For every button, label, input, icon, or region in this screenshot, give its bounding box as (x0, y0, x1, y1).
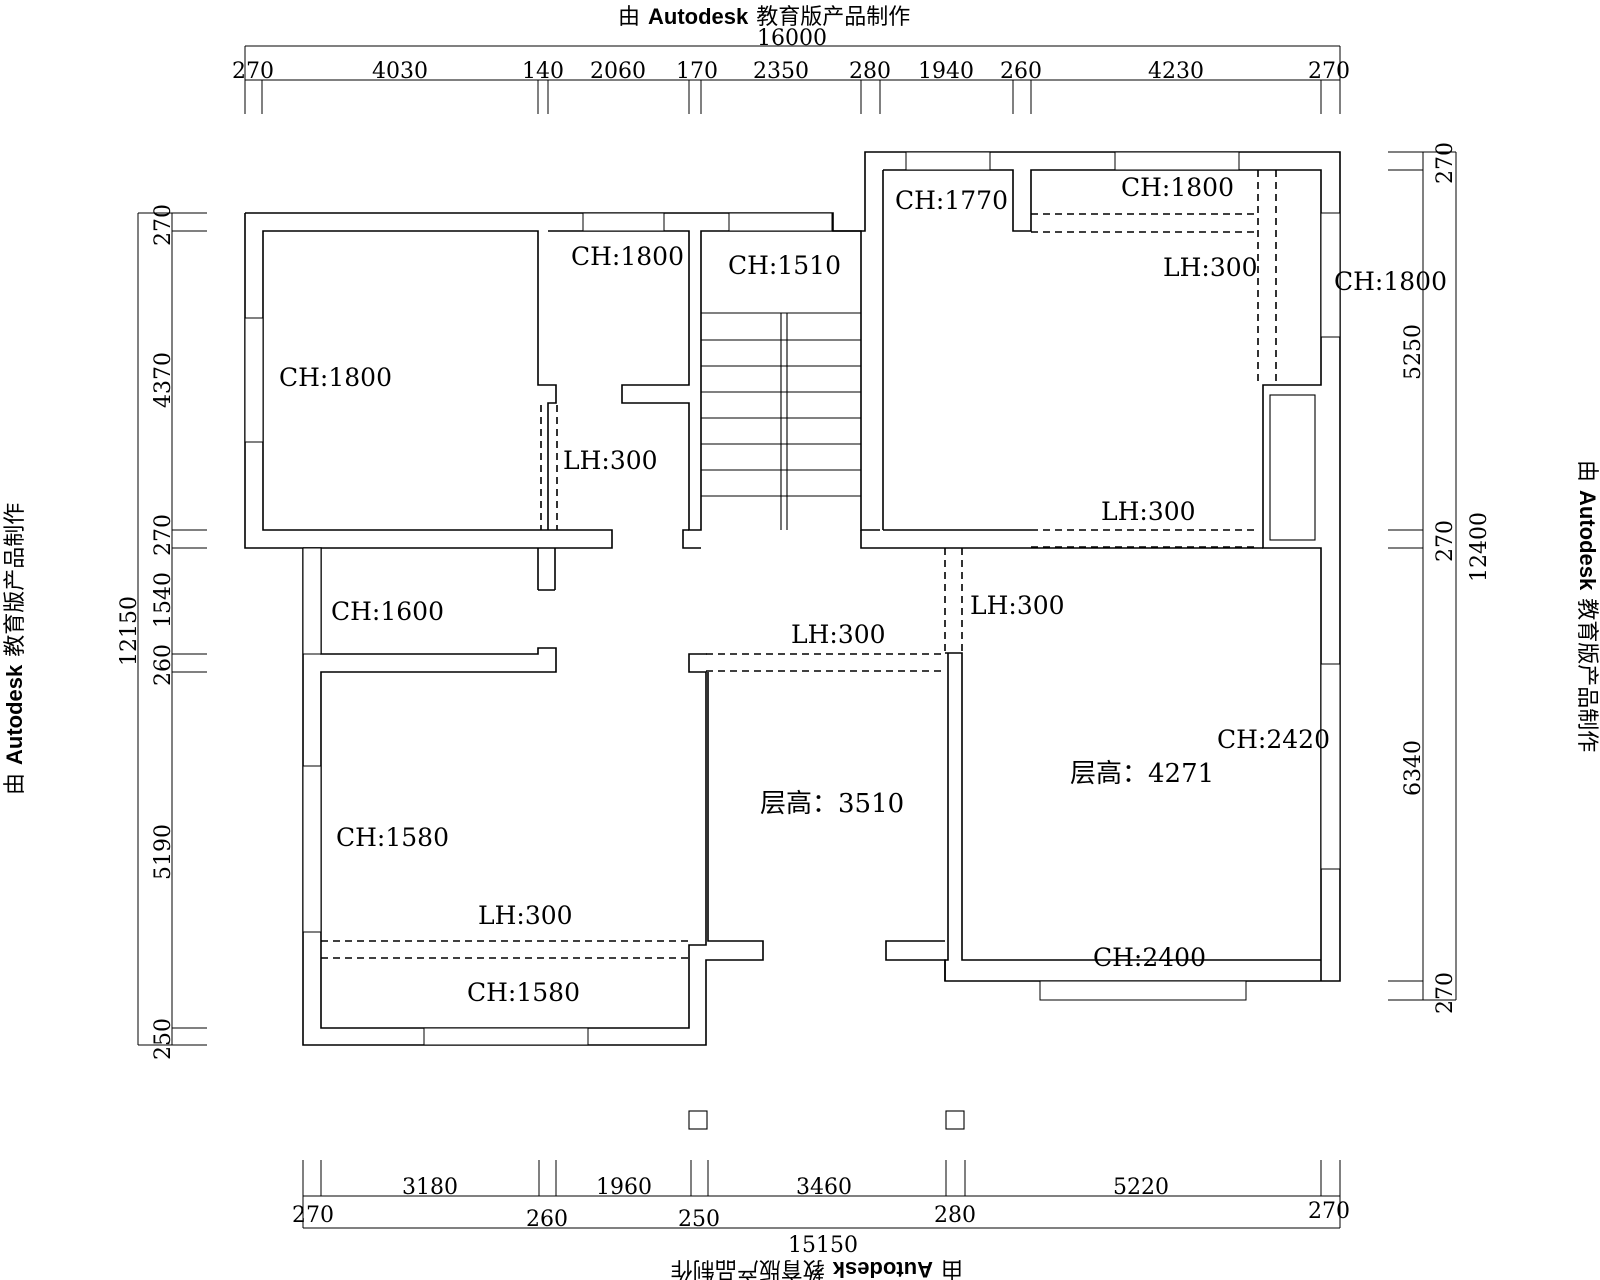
left-dim-4: 1540 (151, 572, 176, 628)
svg-text:由Autodesk教育版产品制作: 由Autodesk教育版产品制作 (671, 1257, 963, 1280)
window-bottom-1 (423, 1027, 589, 1046)
bottom-dim-upper-4: 5220 (1113, 1175, 1169, 1200)
label-lh-b: LH:300 (563, 446, 658, 475)
window-right-2 (1320, 663, 1341, 870)
right-dim-2: 5250 (1401, 324, 1426, 380)
column-marker-2 (945, 1110, 965, 1130)
right-dim-3: 270 (1433, 520, 1458, 562)
top-dim-5: 170 (676, 59, 718, 84)
right-dim-1: 270 (1433, 142, 1458, 184)
window-right-1 (1320, 212, 1341, 338)
label-lh-e: LH:300 (791, 620, 886, 649)
top-dim-4: 2060 (590, 59, 646, 84)
label-lh-d: LH:300 (970, 591, 1065, 620)
top-dim-11: 270 (1308, 59, 1350, 84)
top-total-dim: 16000 (757, 26, 827, 51)
label-room-height-b: 层高：4271 (1070, 759, 1214, 789)
bottom-dim-upper-1: 3180 (402, 1175, 458, 1200)
walls (244, 151, 1341, 1046)
window-left-1 (244, 317, 264, 443)
label-ch-1580-b: CH:1580 (467, 978, 580, 1007)
right-dim-4: 6340 (1401, 740, 1426, 796)
bottom-dim-lower-5: 270 (1308, 1199, 1350, 1224)
label-ch-1600: CH:1600 (331, 597, 444, 626)
top-dim-10: 4230 (1148, 59, 1204, 84)
svg-text:由Autodesk教育版产品制作: 由Autodesk教育版产品制作 (1575, 460, 1600, 752)
window-top-1 (582, 212, 665, 232)
top-dim-8: 1940 (918, 59, 974, 84)
label-ch-2400: CH:2400 (1093, 943, 1206, 972)
label-lh-a: LH:300 (1163, 253, 1258, 282)
label-ch-1580-a: CH:1580 (336, 823, 449, 852)
top-dim-2: 4030 (372, 59, 428, 84)
label-ch-1800-a: CH:1800 (279, 363, 392, 392)
top-dim-7: 280 (849, 59, 891, 84)
top-dim-1: 270 (232, 59, 274, 84)
window-top-3 (905, 151, 991, 171)
left-dimension-line (137, 212, 207, 1046)
label-ch-1800-b: CH:1800 (571, 242, 684, 271)
left-dim-5: 260 (151, 644, 176, 686)
bottom-dim-lower-3: 250 (678, 1207, 720, 1232)
top-dim-3: 140 (522, 59, 564, 84)
bottom-dim-lower-1: 270 (292, 1203, 334, 1228)
label-lh-c: LH:300 (1101, 497, 1196, 526)
window-left-2 (302, 547, 322, 655)
column-marker-1 (688, 1110, 708, 1130)
label-ch-1800-c: CH:1800 (1121, 173, 1234, 202)
bottom-dimension-line (302, 1160, 1341, 1229)
window-left-3 (302, 765, 322, 933)
label-ch-1770: CH:1770 (895, 186, 1008, 215)
label-room-height-a: 层高：3510 (760, 789, 904, 819)
left-dim-6: 5190 (151, 824, 176, 880)
bottom-total-dim: 15150 (788, 1233, 858, 1258)
top-dim-9: 260 (1000, 59, 1042, 84)
right-dimension-line (1388, 151, 1457, 1001)
svg-text:由Autodesk教育版产品制作: 由Autodesk教育版产品制作 (2, 503, 27, 795)
beam-lines (321, 170, 1277, 959)
left-dim-7: 250 (151, 1018, 176, 1060)
watermark-right: 由Autodesk教育版产品制作 (1575, 460, 1600, 752)
watermark-bottom: 由Autodesk教育版产品制作 (671, 1257, 963, 1280)
window-top-4 (1114, 151, 1240, 171)
left-total-dim: 12150 (117, 596, 142, 666)
bottom-dim-upper-2: 1960 (596, 1175, 652, 1200)
top-dim-6: 2350 (753, 59, 809, 84)
window-bottom-2 (1039, 980, 1247, 1001)
left-dim-3: 270 (151, 514, 176, 556)
label-lh-f: LH:300 (478, 901, 573, 930)
stairs (701, 312, 861, 530)
top-dimension-line (244, 45, 1341, 114)
left-dim-2: 4370 (151, 352, 176, 408)
label-ch-1510: CH:1510 (728, 251, 841, 280)
window-top-2 (728, 212, 833, 232)
bottom-dim-lower-4: 280 (934, 1203, 976, 1228)
bottom-dim-upper-3: 3460 (796, 1175, 852, 1200)
right-dim-5: 270 (1433, 972, 1458, 1014)
left-dim-1: 270 (151, 204, 176, 246)
watermark-left: 由Autodesk教育版产品制作 (2, 503, 27, 795)
label-ch-1800-d: CH:1800 (1334, 267, 1447, 296)
bottom-dim-lower-2: 260 (526, 1207, 568, 1232)
label-ch-2420: CH:2420 (1217, 725, 1330, 754)
right-total-dim: 12400 (1467, 512, 1492, 582)
